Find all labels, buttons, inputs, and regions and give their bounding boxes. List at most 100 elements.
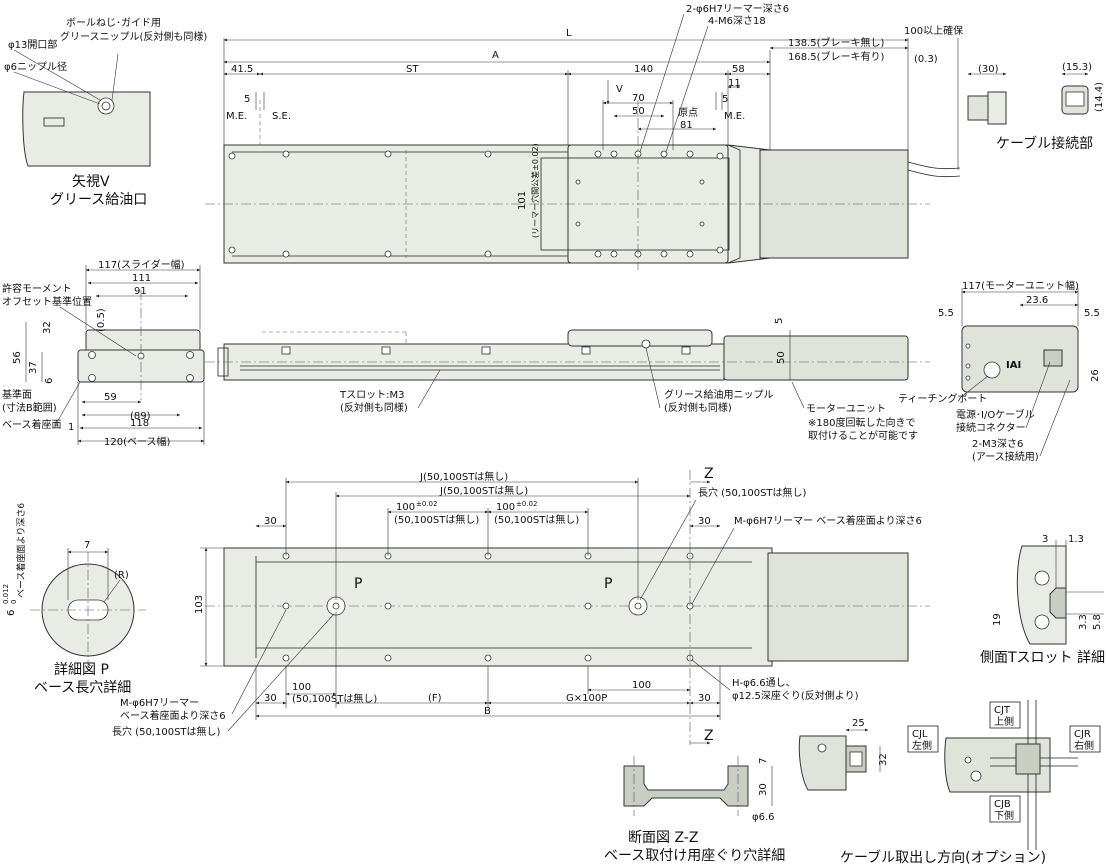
dim-59: 59 <box>104 392 117 403</box>
dim-A: A <box>492 50 499 61</box>
cable-part-title: ケーブル接続部 <box>996 135 1093 152</box>
view-arrow-V: V <box>616 84 623 95</box>
label-p-right: P <box>604 576 612 592</box>
dim-B: B <box>484 706 491 717</box>
label-rotate1: ※180度回転した向きで <box>808 416 915 429</box>
dim-5-5-left: 5.5 <box>938 308 954 319</box>
label-opening: φ13開口部 <box>8 38 57 51</box>
label-base-seat: ベース着座面 <box>2 418 62 431</box>
dim-5-side: 5 <box>774 318 785 324</box>
label-nipple-dia: φ6ニップル径 <box>4 60 67 73</box>
dim-5-5-right: 5.5 <box>1084 308 1100 319</box>
dim-J-mid: J(50,100STは無し) <box>439 484 528 497</box>
label-m3-2: (アース接続用) <box>972 450 1039 463</box>
dim-3-ts: 3 <box>1042 534 1048 545</box>
end-view: 117(スライダー幅) 111 91 許容モーメント オフセット基準位置 (0.… <box>2 258 205 448</box>
dim-100-bot: 100 <box>292 682 311 693</box>
dim-7-p: 7 <box>84 540 90 551</box>
cable-option: 25 32 CJL 左側 CJT 上側 CJR 右側 CJB 下側 ケーブル取出… <box>798 700 1101 866</box>
mount-holes-top <box>228 150 724 258</box>
dim-30-zz: 30 <box>758 783 769 796</box>
dim-70: 70 <box>632 93 645 104</box>
label-conn2: 接続コネクター <box>956 421 1026 434</box>
cjl-code: CJL <box>912 729 928 740</box>
dim-56: 56 <box>12 351 23 364</box>
dim-base-width: 120(ベース幅) <box>104 435 170 448</box>
cable-connection: (30) (15.3) (14.4) ケーブル接続部 <box>967 62 1105 152</box>
label-moment1: 許容モーメント <box>2 282 72 295</box>
view-v-subtitle: グリース給油口 <box>50 192 147 208</box>
dim-L: L <box>566 28 572 39</box>
callout-m6: 4-M6深さ18 <box>708 15 766 27</box>
dim-23-6: 23.6 <box>1026 295 1048 306</box>
iai-logo: IAI <box>1006 360 1021 371</box>
no-st-a: (50,100STは無し) <box>394 513 479 526</box>
dim-GP: G×100P <box>566 693 607 704</box>
dim-5-8-ts: 5.8 <box>1092 614 1103 630</box>
bottom-view: P P J(50,100STは無し) J(50,100STは無し) 100 ±0… <box>112 466 930 745</box>
cjb-side: 下側 <box>994 809 1014 822</box>
detail-p-subtitle: ベース長穴詳細 <box>34 680 131 696</box>
section-zz-title: 断面図 Z-Z <box>628 830 698 846</box>
dim-111: 111 <box>132 273 151 284</box>
label-rotate2: 取付けることが可能です <box>808 429 918 442</box>
dim-19-ts: 19 <box>992 613 1003 626</box>
section-z-top: Z <box>704 466 714 482</box>
tol-p: 0.012 <box>2 584 10 604</box>
side-view: 5 50 Tスロット:M3 (反対側も同様) グリース給油用ニップル (反対側も… <box>205 318 930 442</box>
tol0-p: 0 <box>10 600 18 604</box>
dim-1-3-ts: 1.3 <box>1068 534 1084 545</box>
detail-p-title: 詳細図 P <box>54 662 109 678</box>
dim-101: 101 <box>517 191 528 210</box>
section-zz-subtitle: ベース取付け用座ぐり穴詳細 <box>604 848 785 864</box>
dim-1: 1 <box>68 422 74 433</box>
callout-reamer-top: 2-φ6H7リーマー深さ6 <box>686 3 789 15</box>
callout-reamer-left2: ベース着座面より深さ6 <box>120 709 226 722</box>
label-me-left: M.E. <box>226 111 247 122</box>
cjr-side: 右側 <box>1074 739 1094 752</box>
label-moment2: オフセット基準位置 <box>2 295 92 308</box>
dim-140: 140 <box>634 64 653 75</box>
dim-6: 6 <box>44 378 55 384</box>
dim-motor-width: 117(モーターユニット幅) <box>962 279 1079 292</box>
motor-end-view: IAI 117(モーターユニット幅) 23.6 5.5 5.5 26 ティーチン… <box>898 279 1101 463</box>
dim-118: 118 <box>130 418 149 429</box>
dim-89: (89) <box>130 411 151 422</box>
dim-50: 50 <box>632 106 645 117</box>
tslot-marks <box>281 346 691 355</box>
dim-81: 81 <box>680 120 693 131</box>
dim-gap: (0.3) <box>914 54 938 65</box>
label-tslot2: (反対側も同様) <box>340 401 408 414</box>
dim-103: 103 <box>194 595 205 614</box>
cjr-code: CJR <box>1074 729 1091 740</box>
label-me-right: M.E. <box>724 111 745 122</box>
label-teaching: ティーチングポート <box>898 392 987 405</box>
label-motor-unit: モーターユニット <box>806 403 886 415</box>
label-p-left: P <box>354 576 362 592</box>
tslot-detail: 3 1.3 19 3.3 5.8 側面Tスロット 詳細 <box>980 534 1105 666</box>
dim-5-right: 5 <box>722 94 728 105</box>
cjt-code: CJT <box>994 705 1011 716</box>
dim-slider-width: 117(スライダー幅) <box>98 258 185 271</box>
dim-91: 91 <box>134 286 147 297</box>
label-nipple-note2: グリースニップル(反対側も同様) <box>60 30 207 43</box>
tol-b: ±0.02 <box>516 500 537 508</box>
tol-a: ±0.02 <box>416 500 437 508</box>
cjl-side: 左側 <box>912 739 932 752</box>
dim-50-side: 50 <box>776 351 787 364</box>
label-ref1: 基準面 <box>2 388 32 401</box>
cable-option-title: ケーブル取出し方向(オプション) <box>840 849 1046 866</box>
dim-41-5: 41.5 <box>231 64 253 75</box>
label-conn1: 電源･I/Oケーブル <box>956 408 1035 421</box>
callout-reamer-right: M-φ6H7リーマー ベース着座面より深さ6 <box>734 514 922 527</box>
dim-26: 26 <box>1090 369 1101 382</box>
label-m3-1: 2-M3深さ6 <box>972 438 1023 450</box>
dim-ST: ST <box>406 64 419 75</box>
dim-J-top: J(50,100STは無し) <box>419 470 508 483</box>
dim-30-bl: 30 <box>264 693 277 704</box>
dim-100-b: 100 <box>496 502 515 513</box>
dim-7-zz: 7 <box>758 758 769 764</box>
dim-30: (30) <box>978 64 999 75</box>
dim-clearance: 100以上確保 <box>904 24 963 37</box>
